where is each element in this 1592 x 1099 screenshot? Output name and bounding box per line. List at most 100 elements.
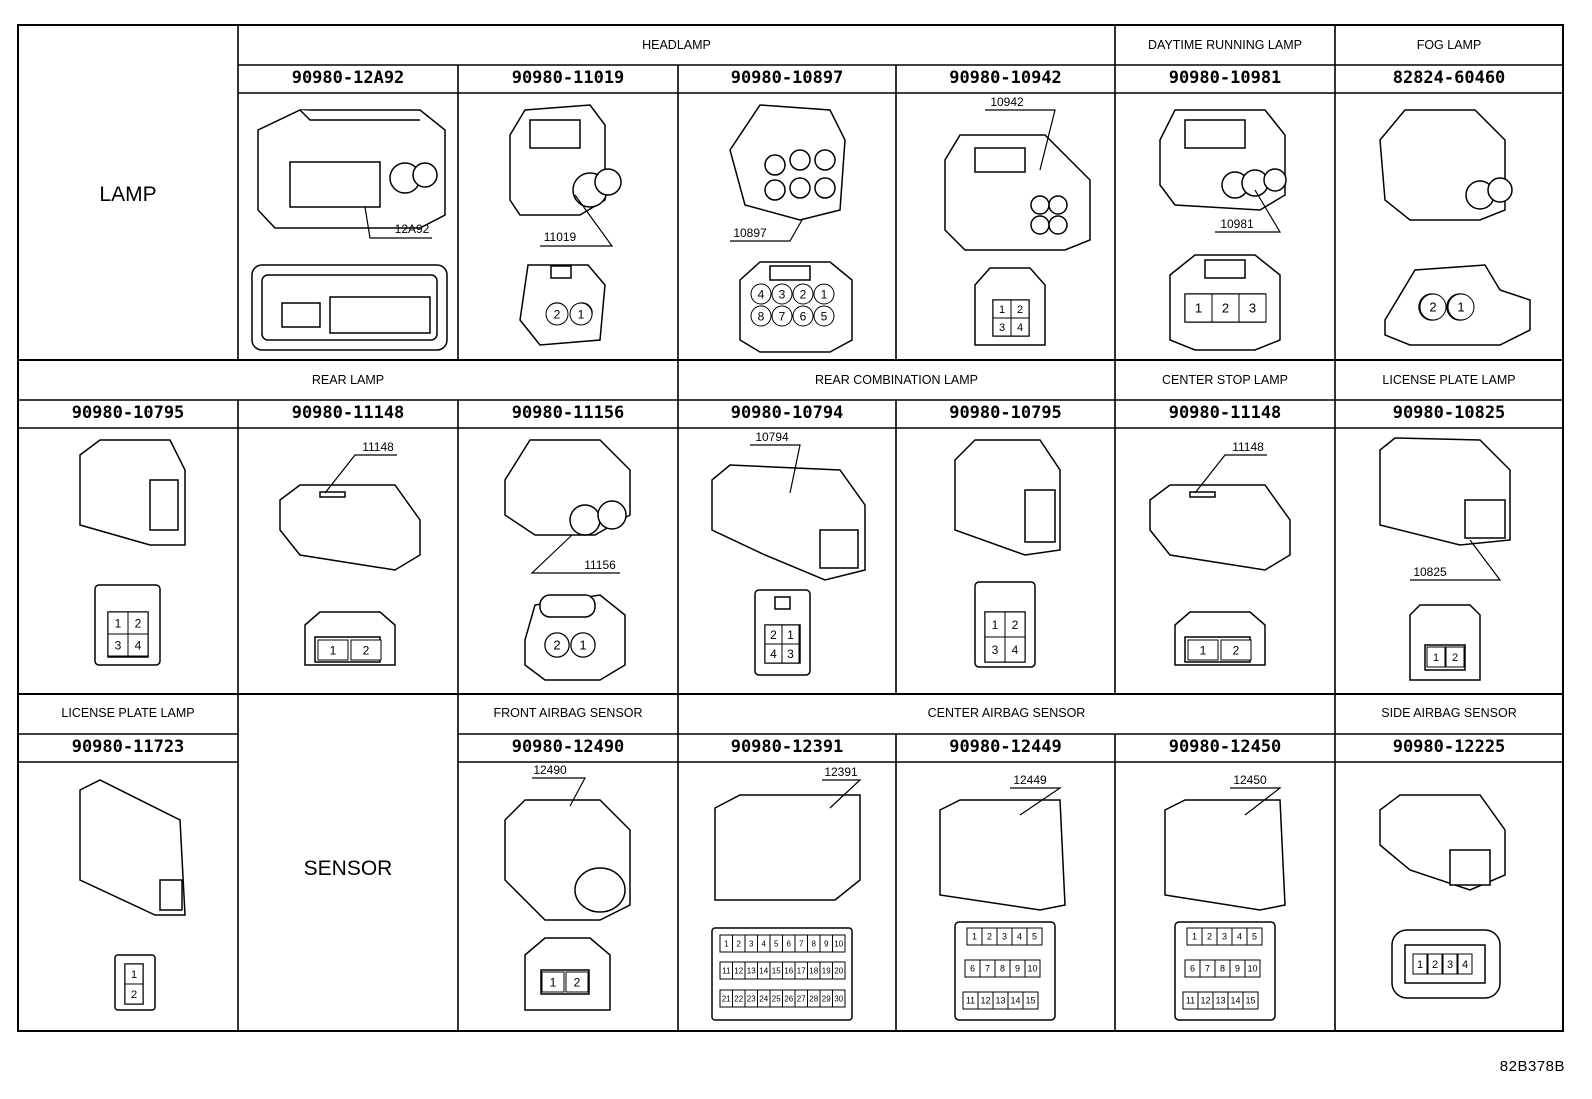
- pin-label: 11: [722, 966, 731, 975]
- pin-label: 7: [985, 964, 990, 974]
- callout-label: 12490: [533, 763, 567, 777]
- pin-label: 2: [363, 643, 370, 657]
- pin-label: 25: [772, 994, 781, 1003]
- part-number: 90980-10981: [1168, 68, 1282, 88]
- pin-label: 2: [553, 638, 560, 653]
- pin-cell: [813, 283, 835, 305]
- pin-label: 6: [787, 939, 792, 948]
- pin-label: 4: [1012, 643, 1019, 657]
- pin-label: 6: [800, 309, 807, 323]
- pin-label: 15: [1025, 996, 1035, 1006]
- pin-cell: [1220, 639, 1252, 661]
- pin-label: 24: [759, 994, 768, 1003]
- pin-label: 30: [834, 994, 843, 1003]
- pin-label: 2: [131, 989, 137, 1001]
- pin-label: 4: [770, 647, 777, 661]
- pin-cell: [832, 934, 846, 953]
- connector-12391-drawing: [711, 794, 861, 1021]
- pin-label: 21: [722, 994, 731, 1003]
- pin-label: 14: [759, 966, 768, 975]
- pin-cell: [1412, 953, 1428, 975]
- pin-label: 4: [1462, 959, 1468, 971]
- part-number: 90980-11019: [511, 68, 625, 88]
- pin-label: 1: [1457, 300, 1464, 315]
- pin-label: 3: [1249, 301, 1256, 316]
- pin-label: 1: [1417, 959, 1423, 971]
- connector-10825-drawing: [1379, 437, 1511, 681]
- pin-cell: [832, 961, 846, 980]
- pin-cell: [124, 983, 144, 1005]
- part-number: 90980-12391: [730, 737, 844, 757]
- pin-cell: [1187, 639, 1219, 661]
- pin-label: 6: [970, 964, 975, 974]
- pin-cell: [1427, 953, 1443, 975]
- pin-label: 14: [1010, 996, 1020, 1006]
- pin-cell: [545, 302, 569, 326]
- pin-cell: [1004, 636, 1026, 663]
- connector-11148-drawing-a: [279, 484, 421, 666]
- pin-label: 12: [734, 966, 743, 975]
- pin-cell: [127, 633, 149, 657]
- pin-label: 14: [1230, 996, 1240, 1006]
- part-number: 90980-10942: [949, 68, 1062, 88]
- pin-cell: [565, 971, 589, 993]
- pin-label: 27: [797, 994, 806, 1003]
- pin-cell: [750, 305, 772, 327]
- pin-label: 1: [115, 616, 122, 630]
- pin-cell: [541, 971, 565, 993]
- pin-label: 2: [1452, 652, 1458, 664]
- callout-leaders: [324, 109, 1502, 816]
- pin-label: 22: [734, 994, 743, 1003]
- pin-label: 1: [131, 969, 137, 981]
- category-fog-lamp: FOG LAMP: [1416, 38, 1482, 52]
- pin-cell: [1426, 646, 1446, 668]
- part-number: 90980-10794: [730, 403, 844, 423]
- category-headlamp: HEADLAMP: [642, 38, 711, 52]
- pin-cell: [317, 639, 349, 661]
- pin-label: 11: [1186, 996, 1195, 1006]
- pin-label: 2: [737, 939, 742, 948]
- pin-label: 13: [747, 966, 756, 975]
- callout-label: 12A92: [395, 222, 430, 236]
- pin-cell: [1445, 646, 1465, 668]
- part-number: 90980-11148: [291, 403, 405, 423]
- pin-cell: [1184, 293, 1213, 323]
- pin-label: 1: [1195, 301, 1202, 316]
- pin-cell: [1442, 953, 1458, 975]
- connector-10897-drawing: [729, 104, 853, 353]
- pin-label: 2: [770, 628, 777, 642]
- pin-label: 10: [834, 939, 843, 948]
- category-daytime-running-lamp: DAYTIME RUNNING LAMP: [1148, 38, 1302, 52]
- row-title-lamp: LAMP: [99, 183, 157, 206]
- pin-label: 5: [774, 939, 779, 948]
- pin-label: 4: [762, 939, 767, 948]
- pin-label: 7: [1205, 964, 1210, 974]
- pin-label: 1: [1200, 643, 1207, 657]
- category-license-plate-lamp-2: LICENSE PLATE LAMP: [61, 706, 195, 720]
- pin-label: 2: [1017, 304, 1023, 316]
- pin-label: 1: [578, 307, 585, 321]
- connector-12449-drawing: [939, 799, 1066, 1021]
- pin-cell: [1244, 959, 1261, 978]
- pin-cell: [792, 305, 814, 327]
- callout-label: 10981: [1220, 217, 1254, 231]
- pin-label: 16: [784, 966, 793, 975]
- pin-label: 7: [779, 309, 786, 323]
- pin-cell: [1447, 293, 1475, 321]
- pin-label: 3: [1002, 932, 1007, 942]
- category-license-plate-lamp: LICENSE PLATE LAMP: [1382, 373, 1516, 387]
- pin-label: 4: [1017, 932, 1022, 942]
- pin-label: 3: [115, 638, 122, 652]
- pin-label: 8: [812, 939, 817, 948]
- callout-label: 12450: [1233, 773, 1267, 787]
- pin-label: 1: [992, 618, 999, 632]
- callout-label: 10942: [990, 95, 1024, 109]
- pin-label: 1: [579, 638, 586, 653]
- pin-label: 1: [787, 628, 794, 642]
- pin-label: 13: [995, 996, 1005, 1006]
- part-number: 90980-12450: [1168, 737, 1282, 757]
- part-number: 90980-10795: [71, 403, 185, 423]
- pin-label: 17: [797, 966, 806, 975]
